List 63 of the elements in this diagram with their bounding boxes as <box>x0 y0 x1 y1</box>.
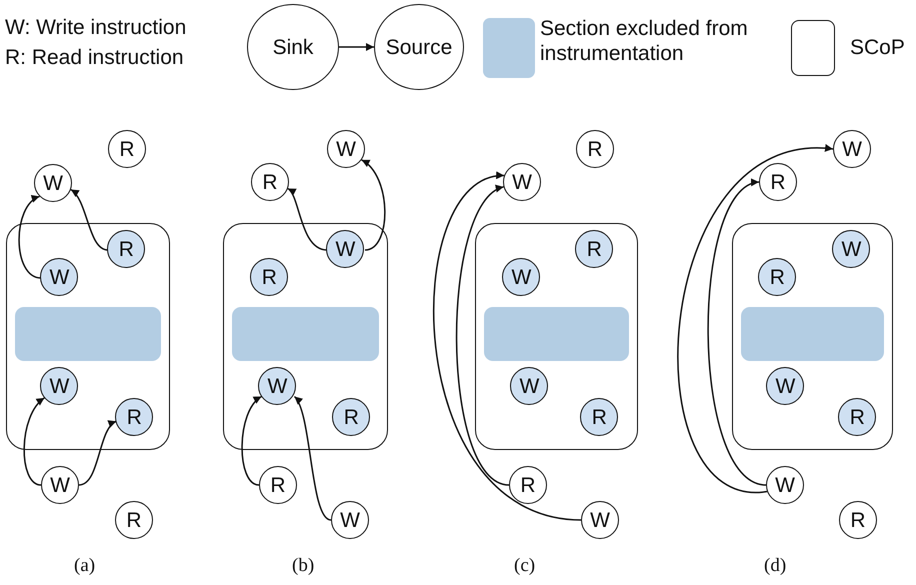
instruction-circle: W <box>331 501 369 539</box>
excluded-section-band <box>484 307 630 362</box>
instruction-circle: W <box>832 230 870 268</box>
instruction-circle: W <box>326 230 364 268</box>
scop-box <box>223 223 388 450</box>
instruction-circle: W <box>766 367 804 406</box>
instruction-circle: R <box>332 398 370 436</box>
scop-box <box>732 223 893 450</box>
legend-text: Section excluded from instrumentation <box>540 16 749 66</box>
scop-box <box>475 223 638 450</box>
instruction-circle: W <box>41 466 79 504</box>
excluded-section-band <box>741 307 884 362</box>
arrow <box>18 196 42 279</box>
instruction-circle: W <box>833 130 871 168</box>
arrow <box>361 159 386 251</box>
arrow <box>339 43 374 51</box>
instruction-circle: R <box>115 501 153 539</box>
instruction-circle: Sink <box>247 4 339 90</box>
instruction-circle: W <box>503 163 541 201</box>
instruction-circle: R <box>839 501 877 539</box>
arrow <box>677 145 834 492</box>
instruction-circle: W <box>40 367 78 406</box>
arrow <box>294 396 332 521</box>
instruction-circle: W <box>510 367 548 406</box>
arrow <box>70 188 108 251</box>
instruction-circle: R <box>259 466 297 504</box>
abbreviation-note: R: Read instruction <box>5 46 184 70</box>
abbreviation-note: W: Write instruction <box>5 16 186 40</box>
instruction-circle: R <box>576 130 614 168</box>
instruction-circle: W <box>40 258 78 296</box>
panel-caption: (b) <box>292 555 314 577</box>
instruction-circle: W <box>766 466 804 504</box>
instruction-circle: R <box>509 466 547 504</box>
panel-caption: (c) <box>514 555 536 577</box>
instruction-circle: R <box>251 163 289 201</box>
arrow <box>456 186 510 486</box>
instruction-circle: R <box>580 398 618 436</box>
scop-box <box>6 223 170 450</box>
arrow <box>707 181 766 486</box>
panel-caption: (a) <box>74 555 96 577</box>
instruction-circle: W <box>581 501 619 539</box>
excluded-section-band <box>232 307 380 362</box>
arrow <box>241 396 262 486</box>
instruction-circle: R <box>250 258 288 296</box>
instruction-circle: R <box>575 230 614 268</box>
arrow <box>433 174 582 521</box>
excluded-section-band <box>15 307 162 362</box>
instruction-circle: R <box>108 130 146 168</box>
instruction-circle: R <box>107 230 146 268</box>
instruction-circle: Source <box>374 4 464 90</box>
instruction-circle: R <box>838 398 876 436</box>
instruction-circle: W <box>258 367 296 406</box>
legend-text: SCoP <box>850 35 905 60</box>
instruction-circle: W <box>502 258 540 296</box>
instruction-circle: W <box>327 130 365 168</box>
arrow <box>287 188 328 251</box>
arrow <box>23 397 45 486</box>
instruction-circle: W <box>34 164 72 202</box>
instruction-circle: R <box>759 163 797 201</box>
arrow <box>78 420 117 486</box>
instruction-circle: R <box>115 398 154 436</box>
panel-caption: (d) <box>764 555 786 577</box>
instruction-circle: R <box>758 258 796 296</box>
